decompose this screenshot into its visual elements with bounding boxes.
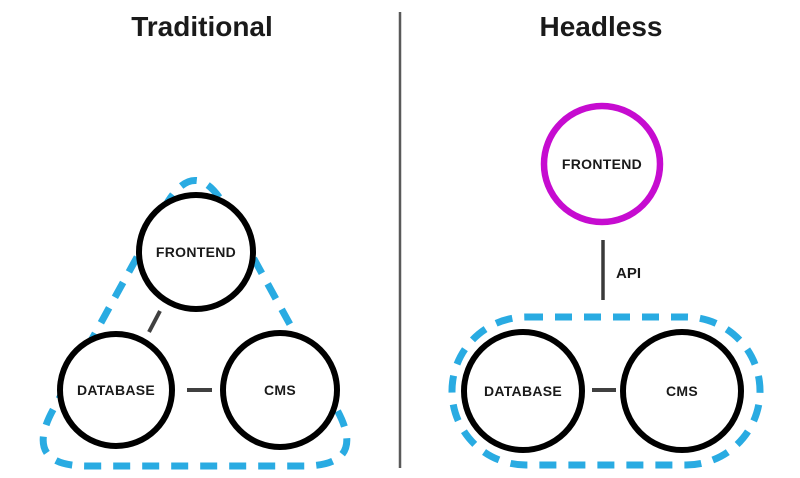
api-label: API (616, 265, 641, 282)
traditional-database-node (57, 331, 175, 449)
headless-database-label: DATABASE (484, 383, 562, 399)
headless-title: Headless (540, 11, 663, 42)
traditional-database-label: DATABASE (77, 382, 155, 398)
traditional-frontend-node (136, 192, 256, 312)
frontend-database-connector (147, 310, 162, 333)
headless-cms-label: CMS (666, 383, 698, 399)
traditional-frontend-label: FRONTEND (156, 244, 236, 260)
traditional-diagram: FRONTEND DATABASE CMS (39, 177, 351, 470)
headless-backend-outline (448, 313, 764, 469)
headless-frontend-node (540, 102, 664, 226)
headless-database-node (461, 329, 585, 453)
traditional-boundary-outline (39, 177, 351, 470)
headless-diagram: FRONTEND API DATABASE CMS (448, 102, 764, 469)
traditional-title: Traditional (131, 11, 273, 42)
traditional-cms-label: CMS (264, 382, 296, 398)
traditional-cms-node (220, 330, 340, 450)
headless-frontend-label: FRONTEND (562, 156, 642, 172)
headless-cms-node (620, 329, 744, 453)
